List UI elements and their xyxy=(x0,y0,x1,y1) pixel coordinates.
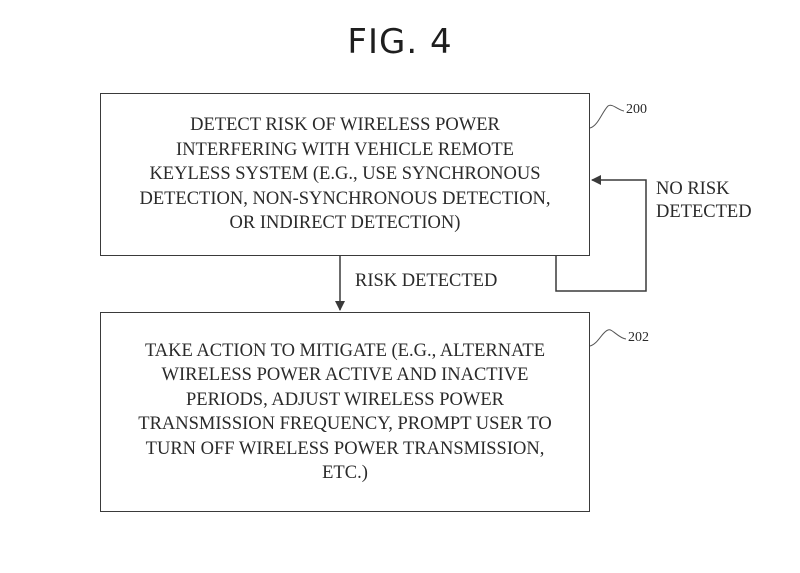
no-risk-loop-arrow xyxy=(555,175,647,292)
ref-202-leader xyxy=(589,329,627,347)
step-mitigate-box: TAKE ACTION TO MITIGATE (E.G., ALTERNATE… xyxy=(100,312,590,512)
ref-label-200: 200 xyxy=(626,102,647,117)
edge-label-risk-detected: RISK DETECTED xyxy=(355,271,498,291)
step-mitigate-text: TAKE ACTION TO MITIGATE (E.G., ALTERNATE… xyxy=(138,340,552,484)
ref-200-leader xyxy=(589,104,625,129)
edge-label-no-risk-detected: NO RISK DETECTED xyxy=(656,179,752,222)
step-detect-risk-box: DETECT RISK OF WIRELESS POWER INTERFERIN… xyxy=(100,93,590,256)
step-detect-risk-text: DETECT RISK OF WIRELESS POWER INTERFERIN… xyxy=(139,115,551,234)
ref-label-202: 202 xyxy=(628,330,649,345)
figure-title: FIG. 4 xyxy=(347,22,453,62)
